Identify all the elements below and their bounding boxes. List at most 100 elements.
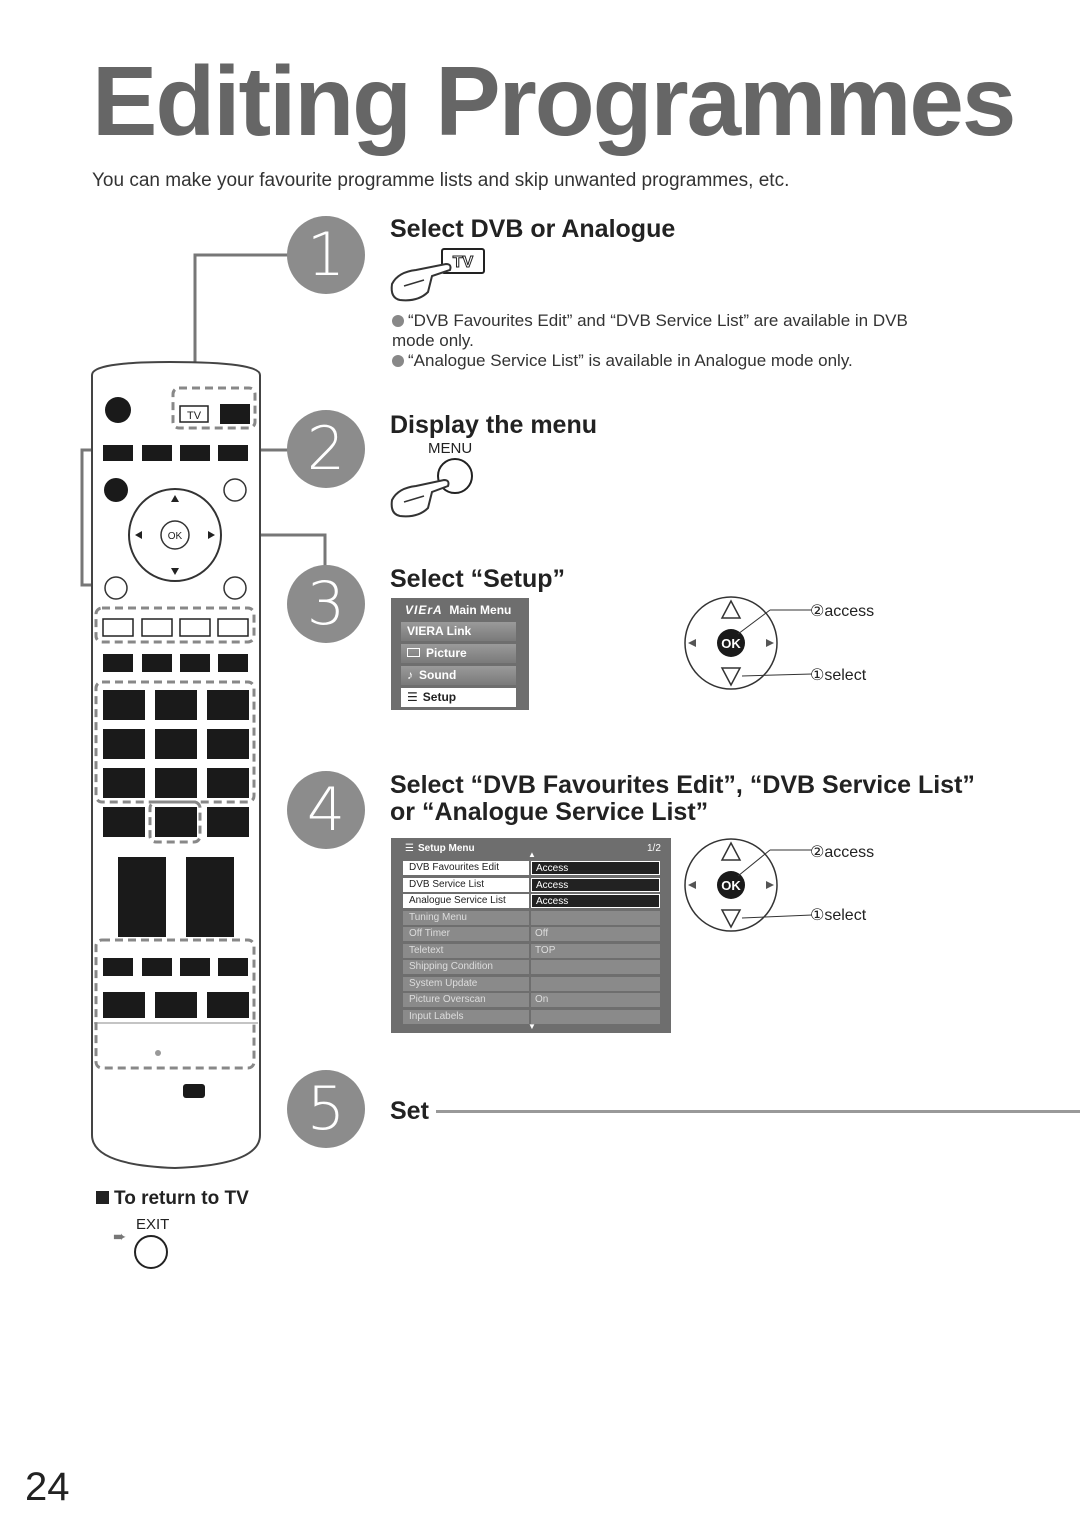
return-to-tv-heading: To return to TV [96, 1188, 249, 1210]
scroll-down-icon: ▼ [528, 1022, 536, 1031]
bullet-icon [392, 315, 404, 327]
remote-row-button [218, 445, 248, 461]
number-button [103, 768, 145, 798]
step3-select-label: ①select [810, 667, 867, 684]
square-bullet-icon [96, 1191, 109, 1204]
number-button [207, 729, 249, 759]
right-arrow-icon [766, 881, 774, 889]
step1-number: 1 [287, 216, 365, 294]
viera-logo: VIErA [405, 603, 443, 617]
remote-row-button [142, 445, 172, 461]
setup-menu-row-value: On [531, 993, 660, 1007]
setup-menu-row-value [531, 960, 660, 974]
main-menu-screen: VIErA Main Menu VIERA Link Picture ♪Soun… [391, 598, 529, 710]
remote-round-button [223, 478, 247, 502]
number-button [103, 807, 145, 837]
bullet-icon [392, 355, 404, 367]
remote-tv-label: TV [187, 410, 202, 422]
remote-row-button [103, 445, 133, 461]
power-button [105, 397, 131, 423]
setup-menu-row-label: DVB Service List [403, 877, 529, 892]
remote-row-button [103, 654, 133, 672]
remote-row-button [103, 992, 145, 1018]
remote-row-button [207, 992, 249, 1018]
pointing-hand-icon [390, 478, 450, 518]
step5-heading: Set [390, 1097, 429, 1125]
setup-menu-row-label: System Update [403, 976, 529, 991]
tv-highlight [171, 386, 257, 430]
number-button [155, 729, 197, 759]
setup-menu-row-value [531, 910, 660, 925]
setup-menu-page: 1/2 [647, 843, 661, 854]
setup-menu-row-label: Picture Overscan [403, 993, 529, 1007]
number-button [207, 768, 249, 798]
remote-row-button [180, 445, 210, 461]
step3-heading: Select “Setup” [390, 565, 566, 593]
left-arrow-icon [688, 639, 696, 647]
number-button [155, 768, 197, 798]
menu-button-label: MENU [428, 440, 473, 457]
step2-number: 2 [287, 410, 365, 488]
main-menu-item-setup[interactable]: ☰Setup [401, 688, 516, 707]
setup-menu-row-value: TOP [531, 943, 660, 958]
colour-button [102, 618, 134, 637]
step1-button-label: TV [453, 254, 474, 271]
setup-menu-header: ☰Setup Menu [405, 843, 475, 854]
up-arrow-icon [720, 599, 742, 619]
scroll-up-icon: ▲ [528, 850, 536, 859]
remote-logo-icon [183, 1084, 205, 1098]
step4-control-diagram: OK [684, 838, 813, 932]
right-arrow-icon [766, 639, 774, 647]
step3-number: 3 [287, 565, 365, 643]
setup-menu-row-value: Access [531, 861, 660, 875]
number-button [207, 690, 249, 720]
step5-number: 5 [287, 1070, 365, 1148]
setup-menu-row-label: Input Labels [403, 1009, 529, 1024]
step1-note-2: “Analogue Service List” is available in … [392, 351, 912, 371]
remote-row-button [155, 992, 197, 1018]
arrow-right-icon: ➨ [113, 1229, 127, 1246]
down-arrow-icon [720, 909, 742, 929]
number-button [155, 807, 197, 837]
setup-menu-row[interactable]: Input Labels [403, 1009, 660, 1024]
main-menu-item-viera-link[interactable]: VIERA Link [401, 622, 516, 641]
main-menu-item-sound[interactable]: ♪Sound [401, 666, 516, 685]
nav-up-arrow [171, 495, 179, 502]
av-button [220, 404, 250, 424]
down-arrow-icon [720, 667, 742, 687]
setup-menu-row-label: Off Timer [403, 927, 529, 941]
left-arrow-icon [688, 881, 696, 889]
remote-row-button [103, 958, 133, 976]
setup-menu-row[interactable]: System Update [403, 976, 660, 991]
colour-button [141, 618, 173, 637]
remote-row-button [218, 958, 248, 976]
bottom-highlight [94, 938, 256, 1070]
setup-menu-row[interactable]: Tuning Menu [403, 910, 660, 925]
step2-heading: Display the menu [390, 411, 597, 439]
colour-button [179, 618, 211, 637]
colour-button [217, 618, 249, 637]
page-title: Editing Programmes [92, 46, 1016, 156]
step4-number: 4 [287, 771, 365, 849]
remote-row-button [218, 654, 248, 672]
remote-round-button [223, 576, 247, 600]
remote-row-button [142, 654, 172, 672]
remote-illustration: TV OK [80, 253, 327, 1170]
remote-ok-button [160, 520, 190, 550]
number-button [207, 807, 249, 837]
remote-row-button [180, 654, 210, 672]
page-number: 24 [25, 1465, 70, 1509]
number-button [155, 690, 197, 720]
step3-access-label: ②access [810, 603, 875, 620]
ok-button-icon [717, 871, 745, 899]
setup-menu-row-label: Analogue Service List [403, 894, 529, 908]
setup-menu-row[interactable]: Shipping Condition [403, 960, 660, 974]
list-icon: ☰ [407, 690, 418, 704]
main-menu-item-picture[interactable]: Picture [401, 644, 516, 663]
